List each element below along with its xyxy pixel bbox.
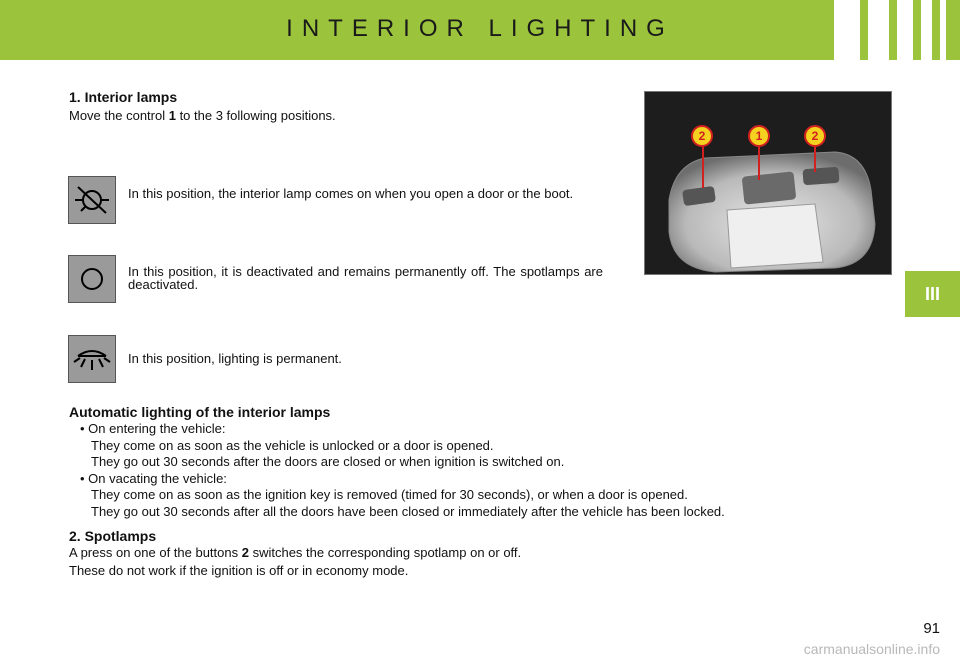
spotlamps-text-2: These do not work if the ignition is off… [69, 563, 409, 578]
mode-off-text: In this position, it is deactivated and … [128, 264, 603, 292]
lamp-on-icon [68, 335, 116, 383]
section-heading-spotlamps: 2. Spotlamps [69, 528, 157, 544]
section-heading-interior-lamps: 1. Interior lamps [69, 89, 178, 105]
page-number: 91 [923, 620, 940, 637]
header-stripes [834, 0, 946, 60]
list-item: They go out 30 seconds after the doors a… [91, 454, 565, 470]
page-title: INTERIOR LIGHTING [286, 15, 674, 42]
list-item: • On entering the vehicle: [80, 421, 226, 436]
lamp-off-icon [68, 255, 116, 303]
list-item: They come on as soon as the ignition key… [91, 487, 688, 503]
callout-2-left: 2 [691, 125, 713, 147]
page-header: INTERIOR LIGHTING [0, 0, 960, 60]
automatic-list: • On entering the vehicle: They come on … [80, 421, 725, 521]
watermark: carmanualsonline.info [803, 641, 940, 657]
list-item: They come on as soon as the vehicle is u… [91, 437, 494, 453]
interior-lamp-photo: 2 1 2 [644, 91, 892, 275]
list-item: • On vacating the vehicle: [80, 470, 227, 486]
mode-door-text: In this position, the interior lamp come… [128, 186, 574, 201]
chapter-tab[interactable]: III [905, 271, 960, 317]
intro-text: Move the control 1 to the 3 following po… [69, 108, 336, 123]
spotlamps-text-1: A press on one of the buttons 2 switches… [69, 545, 522, 560]
mode-on-text: In this position, lighting is permanent. [128, 351, 342, 366]
section-heading-automatic: Automatic lighting of the interior lamps [69, 404, 331, 420]
callout-2-right: 2 [804, 125, 826, 147]
list-item: They go out 30 seconds after all the doo… [91, 503, 725, 519]
door-lamp-icon [68, 176, 116, 224]
callout-1: 1 [748, 125, 770, 147]
